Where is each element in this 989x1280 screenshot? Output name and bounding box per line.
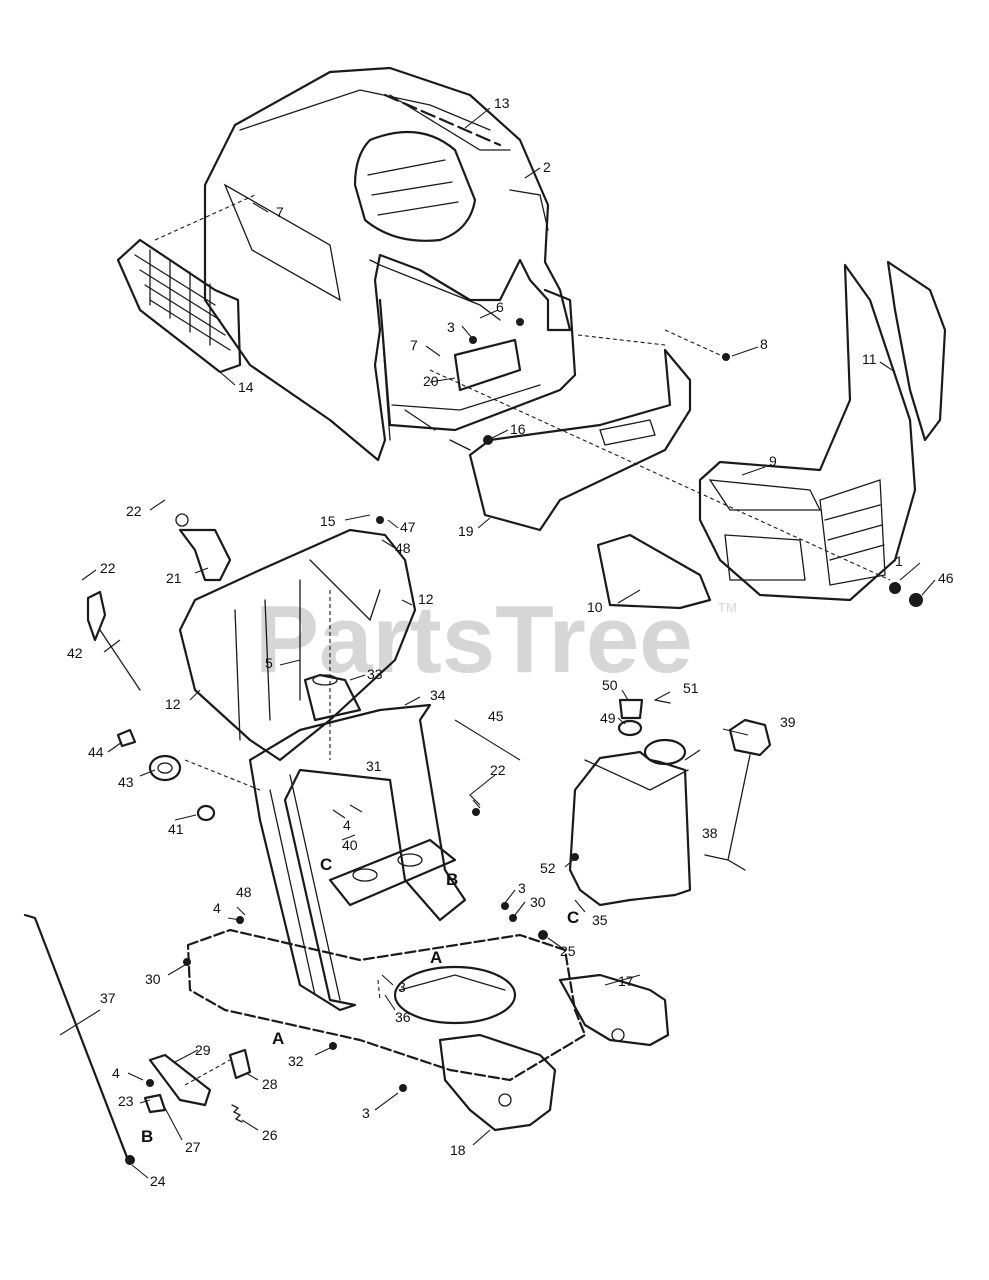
leader-lines xyxy=(59,107,936,1179)
callout-20: 20 xyxy=(423,373,439,389)
watermark-text: PartsTree xyxy=(255,586,693,693)
lower-panel-part xyxy=(596,533,712,610)
callout-35: 35 xyxy=(592,912,608,928)
callout-2: 2 xyxy=(543,159,551,175)
throttle-control-part xyxy=(86,590,141,691)
callout-31: 31 xyxy=(366,758,382,774)
callout-6: 6 xyxy=(496,299,504,315)
callout-51: 51 xyxy=(683,680,699,696)
callout-9: 9 xyxy=(769,453,777,469)
callout-18: 18 xyxy=(450,1142,466,1158)
callout-43: 43 xyxy=(118,774,134,790)
callout-14: 14 xyxy=(238,379,254,395)
letter-b-frame: B xyxy=(446,870,458,889)
callout-22a: 22 xyxy=(126,503,142,519)
fuel-fitting-part xyxy=(617,698,671,737)
callout-3d: 3 xyxy=(362,1105,370,1121)
callout-10: 10 xyxy=(587,599,603,615)
watermark-trademark: TM xyxy=(718,600,737,615)
axle-bracket-left-part xyxy=(438,1033,557,1132)
callout-7a: 7 xyxy=(276,204,284,220)
front-nose-part xyxy=(698,263,917,602)
callout-42: 42 xyxy=(67,645,83,661)
letter-a-frame: A xyxy=(430,948,442,967)
callout-3c: 3 xyxy=(398,979,406,995)
fuel-cap-part xyxy=(704,718,772,871)
callout-3a: 3 xyxy=(447,319,455,335)
side-grille-part xyxy=(116,238,242,374)
assembly-letters: A A B B C C xyxy=(141,855,579,1146)
callout-48b: 48 xyxy=(236,884,252,900)
callout-30a: 30 xyxy=(530,894,546,910)
callout-52: 52 xyxy=(540,860,556,876)
callout-47: 47 xyxy=(400,519,416,535)
callout-30b: 30 xyxy=(145,971,161,987)
letter-b-bracket: B xyxy=(141,1127,153,1146)
chassis-frame-part xyxy=(186,928,587,1082)
callout-40: 40 xyxy=(342,837,358,853)
mount-part xyxy=(303,673,362,722)
callout-29: 29 xyxy=(195,1042,211,1058)
letter-a-spacer: A xyxy=(272,1029,284,1048)
callout-38: 38 xyxy=(702,825,718,841)
nut-41-part xyxy=(196,804,216,822)
hardware-fasteners xyxy=(125,318,923,1165)
callout-23: 23 xyxy=(118,1093,134,1109)
callout-22c: 22 xyxy=(490,762,506,778)
callout-19: 19 xyxy=(458,523,474,539)
switch-bracket-part xyxy=(175,513,232,582)
callout-41: 41 xyxy=(168,821,184,837)
callout-37: 37 xyxy=(100,990,116,1006)
callout-26: 26 xyxy=(262,1127,278,1143)
front-bumper-part xyxy=(468,348,692,532)
callout-13: 13 xyxy=(494,95,510,111)
callout-33: 33 xyxy=(367,666,383,682)
callout-50: 50 xyxy=(602,677,618,693)
callout-49: 49 xyxy=(600,710,616,726)
callout-12a: 12 xyxy=(418,591,434,607)
callout-4b: 4 xyxy=(213,900,221,916)
callout-17: 17 xyxy=(618,973,634,989)
callout-4a: 4 xyxy=(343,817,351,833)
callout-15: 15 xyxy=(320,513,336,529)
callout-27: 27 xyxy=(185,1139,201,1155)
hood-trim xyxy=(383,93,502,147)
assembly-guide-lines xyxy=(154,194,891,1086)
callout-39: 39 xyxy=(780,714,796,730)
callout-12b: 12 xyxy=(165,696,181,712)
callout-24: 24 xyxy=(150,1173,166,1189)
callout-5: 5 xyxy=(265,655,273,671)
callout-34: 34 xyxy=(430,687,446,703)
callout-8: 8 xyxy=(760,336,768,352)
rod-37-part xyxy=(23,913,130,1162)
callout-21: 21 xyxy=(166,570,182,586)
callout-11: 11 xyxy=(862,351,877,367)
pedal-bracket-part xyxy=(143,1053,212,1114)
callout-3b: 3 xyxy=(518,880,526,896)
letter-c-frame: C xyxy=(320,855,332,874)
hood-pan-part xyxy=(178,528,417,762)
letter-c-tank: C xyxy=(567,908,579,927)
dash-frame-part xyxy=(248,703,467,1012)
callout-48a: 48 xyxy=(395,540,411,556)
dash-panel-part xyxy=(378,288,577,432)
callout-44: 44 xyxy=(88,744,104,760)
callout-labels: 1 2 3 3 3 3 4 4 4 5 6 7 7 8 9 10 11 12 1… xyxy=(67,95,954,1189)
callout-32: 32 xyxy=(288,1053,304,1069)
callout-1: 1 xyxy=(895,553,903,569)
callout-4c: 4 xyxy=(112,1065,120,1081)
headlight-lens-part xyxy=(886,260,947,442)
callout-7b: 7 xyxy=(410,337,418,353)
callout-45: 45 xyxy=(488,708,504,724)
callout-36: 36 xyxy=(395,1009,411,1025)
callout-22b: 22 xyxy=(100,560,116,576)
callout-25: 25 xyxy=(560,943,576,959)
callout-16: 16 xyxy=(510,421,526,437)
spacer-part xyxy=(228,1048,252,1123)
axle-bracket-right-part xyxy=(558,973,670,1047)
fuel-tank-part xyxy=(568,738,692,907)
callout-46: 46 xyxy=(938,570,954,586)
callout-28: 28 xyxy=(262,1076,278,1092)
